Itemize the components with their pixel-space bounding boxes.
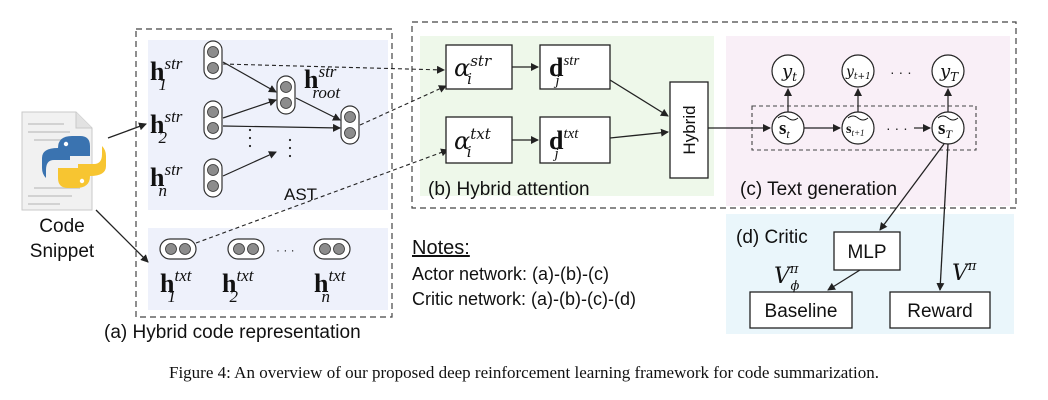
svg-text:st+1: st+1 xyxy=(846,122,865,138)
python-logo-icon xyxy=(42,136,106,188)
decoder-states-frame xyxy=(751,105,977,151)
arrow-mlp-to-baseline xyxy=(827,269,861,291)
vertical-dots-2 xyxy=(288,138,292,158)
node-y-t: yt xyxy=(771,54,805,88)
arrow-s-T-to-mlp xyxy=(879,143,945,231)
vertical-dots-1 xyxy=(248,128,252,148)
dashed-arrow-h1-to-alpha-str xyxy=(222,63,445,74)
panel-d-caption: (d) Critic xyxy=(736,227,808,248)
notes-actor: Actor network: (a)-(b)-(c) xyxy=(412,264,609,284)
mlp-box xyxy=(833,231,901,271)
hybrid-label: Hybrid xyxy=(680,105,699,154)
dashed-arrow-h1txt-to-alpha-txt xyxy=(195,148,449,244)
arrow-d-txt-to-hybrid xyxy=(609,128,669,139)
baseline-box xyxy=(749,291,853,329)
dashed-arrow-root-to-alpha-str xyxy=(359,85,447,126)
node-h1-str xyxy=(203,40,223,80)
node-h1-txt xyxy=(159,238,197,260)
alpha-txt-box xyxy=(445,116,513,164)
arrow-mid-to-root xyxy=(295,97,341,121)
d-txt-box xyxy=(539,116,611,164)
node-y-T: yT xyxy=(931,54,965,88)
arrow-d-str-to-hybrid xyxy=(609,79,669,117)
reward-box xyxy=(889,291,991,329)
arrow-h2-to-mid xyxy=(222,98,277,119)
arrow-hn-to-dots xyxy=(222,151,277,177)
notes-title: Notes: xyxy=(412,237,470,259)
ast-label: AST xyxy=(284,185,317,204)
y-dots: · · · xyxy=(890,64,912,80)
code-label-line1: Code xyxy=(39,216,84,237)
node-h2-str xyxy=(203,100,223,140)
svg-text:sT: sT xyxy=(938,118,953,141)
hybrid-box xyxy=(669,81,709,179)
node-y-t1: yt+1 xyxy=(841,54,875,88)
baseline-label: Baseline xyxy=(765,301,838,322)
svg-text:st: st xyxy=(779,118,790,141)
s-dots: · · · xyxy=(886,120,908,136)
panel-a-caption: (a) Hybrid code representation xyxy=(104,322,361,343)
arrow-code-to-txt xyxy=(95,209,149,263)
arrow-s-T-to-reward xyxy=(936,143,949,291)
arrow-code-to-str xyxy=(107,122,147,139)
node-h-root xyxy=(340,105,360,145)
code-label-line2: Snippet xyxy=(30,241,95,262)
node-h2-txt xyxy=(227,238,265,260)
node-hn-txt xyxy=(313,238,351,260)
svg-text:yt+1: yt+1 xyxy=(845,64,871,82)
panel-a-frame xyxy=(135,28,393,318)
panel-b-caption: (b) Hybrid attention xyxy=(428,179,590,200)
node-s-t1: st+1 xyxy=(841,111,875,145)
arrow-h1-to-mid xyxy=(222,61,277,93)
code-file-icon xyxy=(21,111,93,211)
node-s-t: st xyxy=(771,111,805,145)
arrow-h2-to-root xyxy=(222,123,341,132)
alpha-str-box xyxy=(445,44,513,90)
reward-label: Reward xyxy=(907,301,972,322)
txt-dots: · · · xyxy=(276,243,295,257)
node-s-T: sT xyxy=(931,111,965,145)
panel-bc-frame xyxy=(411,21,1017,209)
v-pi-label: Vπ xyxy=(952,259,977,286)
svg-text:yt: yt xyxy=(781,61,797,84)
node-mid-str xyxy=(276,75,296,115)
d-str-box xyxy=(539,44,611,90)
figure-caption: Figure 4: An overview of our proposed de… xyxy=(169,363,879,382)
svg-text:yT: yT xyxy=(939,61,959,84)
mlp-label: MLP xyxy=(847,242,886,263)
notes-critic: Critic network: (a)-(b)-(c)-(d) xyxy=(412,289,636,309)
panel-c-caption: (c) Text generation xyxy=(740,179,897,200)
node-hn-str xyxy=(203,158,223,198)
